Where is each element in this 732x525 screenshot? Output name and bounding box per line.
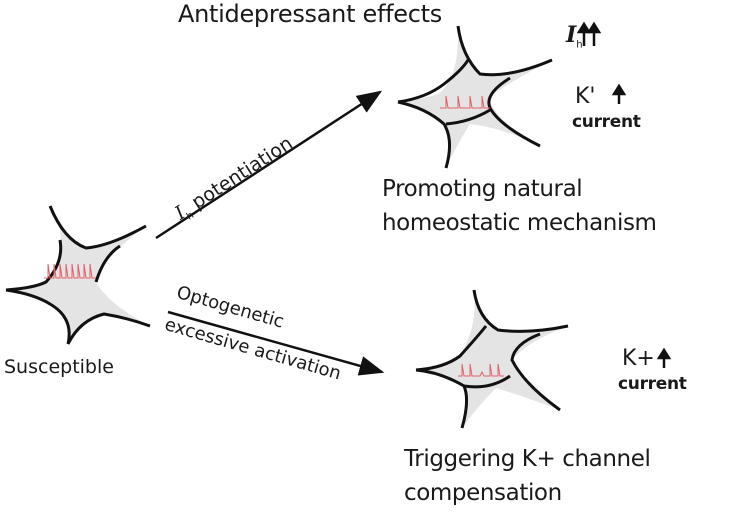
susceptible-spikes <box>44 263 96 279</box>
promoting-neuron <box>397 25 553 169</box>
ih-current-symbol: I <box>566 22 577 48</box>
current-caption-top: current <box>572 112 641 132</box>
figure-title: Antidepressant effects <box>178 0 442 28</box>
susceptible-label: Susceptible <box>4 356 114 378</box>
potentiation-arrow <box>155 90 383 240</box>
ih-double-up-arrow-icon <box>576 21 602 46</box>
ih-current-label: Ih <box>566 22 583 50</box>
compensation-label-line1: Triggering K+ channel <box>404 446 651 472</box>
compensation-spikes <box>458 363 504 377</box>
promoting-label-line1: Promoting natural <box>382 176 583 202</box>
promoting-label-line2: homeostatic mechanism <box>382 210 657 236</box>
promoting-spikes <box>440 95 490 109</box>
k-up-arrow-icon-bottom <box>656 347 672 368</box>
k-up-arrow-icon-top <box>611 83 627 104</box>
k-current-symbol-bottom: K+ <box>622 346 655 371</box>
k-current-symbol-top: K' <box>575 84 596 109</box>
ih-current-subscript: h <box>576 39 583 51</box>
susceptible-neuron <box>5 205 151 345</box>
current-caption-bottom: current <box>618 374 687 394</box>
compensation-label-line2: compensation <box>404 480 562 506</box>
optogenetic-arrow <box>167 310 385 376</box>
compensation-neuron <box>415 289 569 429</box>
